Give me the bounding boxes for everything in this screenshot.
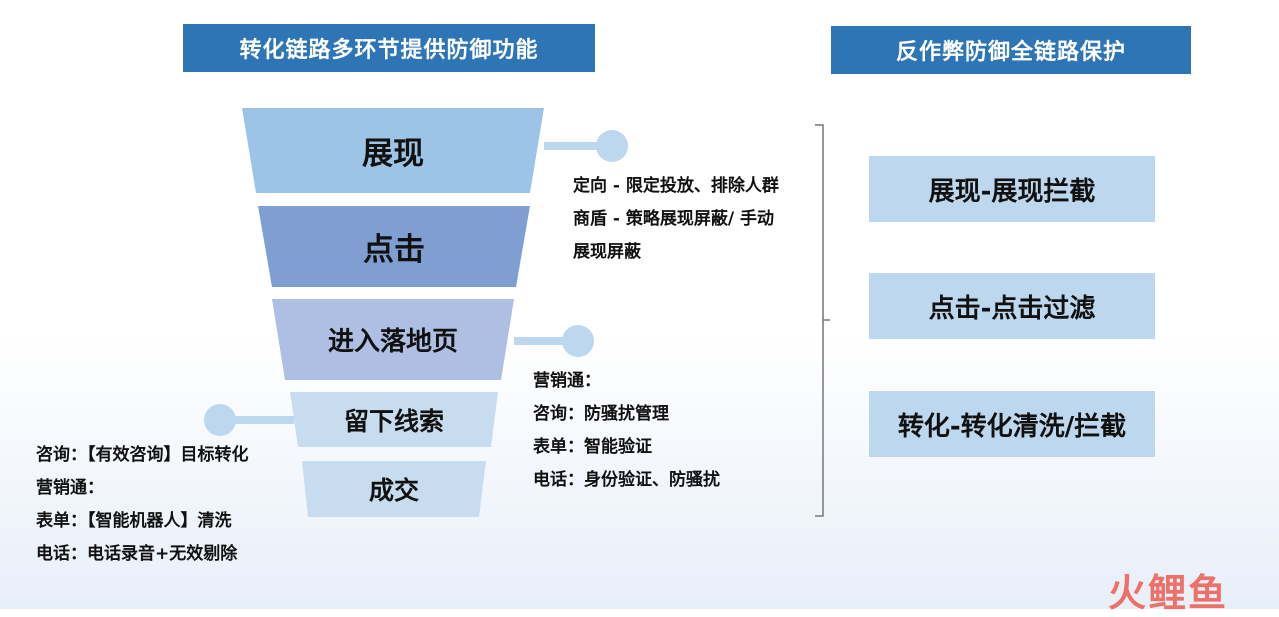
funnel-stage-deal (302, 461, 486, 517)
note-impression: 定向 - 限定投放、排除人群 商盾 - 策略展现屏蔽/ 手动 展现屏蔽 (573, 170, 779, 269)
note-lead: 咨询：【有效咨询】目标转化 营销通： 表单：【智能机器人】清洗 电话：电话录音+… (36, 439, 249, 571)
stage-label-deal: 成交 (368, 476, 419, 505)
note-landing: 营销通： 咨询：防骚扰管理 表单：智能验证 电话：身份验证、防骚扰 (533, 365, 720, 497)
connector-landing (514, 325, 594, 357)
right-banner-title: 反作弊防御全链路保护 (831, 26, 1191, 74)
note-line: 咨询：【有效咨询】目标转化 (36, 445, 249, 465)
funnel-stage-lead (290, 392, 498, 447)
defense-click-box: 点击-点击过滤 (869, 273, 1155, 339)
note-line: 营销通： (36, 478, 104, 498)
bracket (815, 124, 830, 517)
note-line: 电话：身份验证、防骚扰 (533, 470, 720, 490)
stage-label-landing: 进入落地页 (327, 327, 458, 357)
stage-label-impression: 展现 (362, 136, 424, 172)
stage-label-lead: 留下线索 (343, 406, 444, 436)
funnel-stage-click (258, 206, 530, 287)
note-line: 商盾 - 策略展现屏蔽/ 手动 (573, 209, 775, 229)
note-line: 电话：电话录音+无效剔除 (36, 544, 238, 564)
note-line: 营销通： (533, 371, 601, 391)
note-line: 表单：【智能机器人】清洗 (36, 511, 232, 531)
note-line: 咨询：防骚扰管理 (533, 404, 669, 424)
connector-impression (544, 130, 628, 162)
stage-label-click: 点击 (363, 232, 425, 268)
funnel-stage-landing (272, 299, 514, 380)
defense-impression-box: 展现-展现拦截 (869, 156, 1155, 222)
left-banner-title: 转化链路多环节提供防御功能 (183, 24, 595, 72)
watermark-logo: 火鲤鱼 (1108, 571, 1229, 615)
note-line: 定向 - 限定投放、排除人群 (573, 176, 779, 196)
defense-conversion-box: 转化-转化清洗/拦截 (869, 391, 1155, 457)
note-line: 表单：智能验证 (533, 437, 652, 457)
funnel-stage-impression (242, 108, 544, 193)
connector-lead (204, 404, 294, 436)
note-line: 展现屏蔽 (573, 242, 641, 262)
